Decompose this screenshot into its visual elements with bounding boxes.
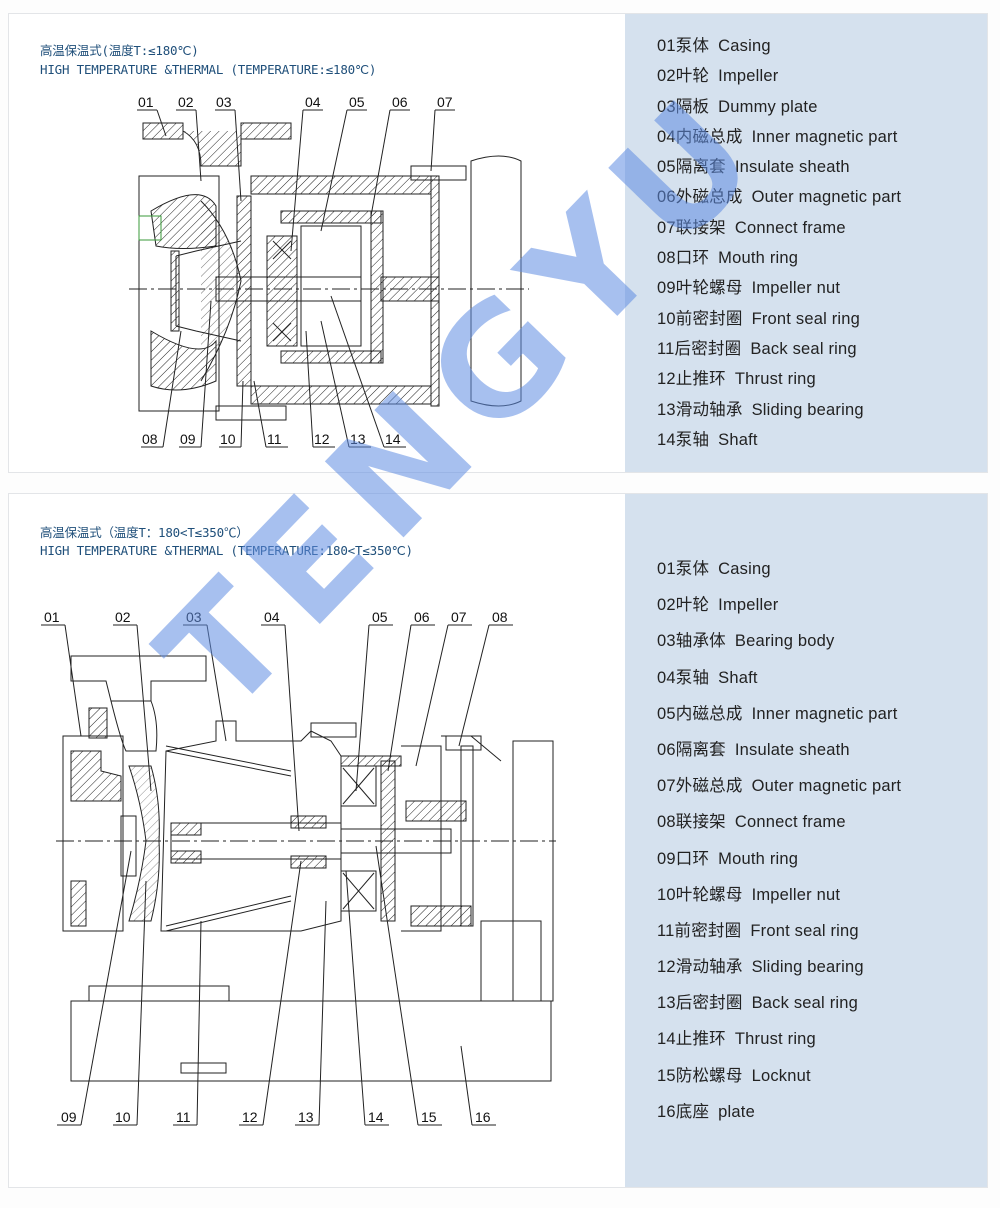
svg-text:15: 15 xyxy=(421,1109,437,1125)
bottom-title-chinese: 高温保温式（温度T：180<T≤350℃） xyxy=(40,525,249,540)
svg-text:10: 10 xyxy=(220,431,236,447)
svg-text:05: 05 xyxy=(349,94,365,110)
bottom-section-panel: 高温保温式（温度T：180<T≤350℃） HIGH TEMPERATURE &… xyxy=(8,493,988,1188)
top-callouts-upper: 01 02 03 04 05 06 07 xyxy=(138,94,453,110)
bottom-title-english: HIGH TEMPERATURE &THERMAL (TEMPERATURE:1… xyxy=(40,543,413,558)
svg-text:03: 03 xyxy=(216,94,232,110)
svg-text:07: 07 xyxy=(451,609,467,625)
bottom-callouts-upper: 01 02 03 04 05 06 07 08 xyxy=(44,609,508,625)
svg-text:01: 01 xyxy=(44,609,60,625)
svg-text:14: 14 xyxy=(385,431,401,447)
svg-text:14: 14 xyxy=(368,1109,384,1125)
svg-text:10: 10 xyxy=(115,1109,131,1125)
svg-text:02: 02 xyxy=(178,94,194,110)
top-pump-cross-section-diagram: 01 02 03 04 05 06 07 08 09 10 xyxy=(129,94,529,448)
bottom-drawing-area: 高温保温式（温度T：180<T≤350℃） HIGH TEMPERATURE &… xyxy=(9,494,625,1187)
svg-text:11: 11 xyxy=(176,1109,191,1125)
svg-text:08: 08 xyxy=(492,609,508,625)
svg-text:04: 04 xyxy=(305,94,321,110)
svg-text:08: 08 xyxy=(142,431,158,447)
svg-text:12: 12 xyxy=(314,431,330,447)
svg-text:09: 09 xyxy=(61,1109,77,1125)
svg-text:03: 03 xyxy=(186,609,202,625)
svg-text:11: 11 xyxy=(267,431,282,447)
top-callouts-lower: 08 09 10 11 12 13 14 xyxy=(142,431,401,447)
svg-text:12: 12 xyxy=(242,1109,258,1125)
top-title-chinese: 高温保温式(温度T:≤180℃) xyxy=(40,43,199,58)
svg-text:01: 01 xyxy=(138,94,154,110)
svg-text:06: 06 xyxy=(392,94,408,110)
bottom-pump-cross-section-diagram: 01 02 03 04 05 06 07 08 09 1 xyxy=(41,609,556,1126)
svg-text:04: 04 xyxy=(264,609,280,625)
svg-text:07: 07 xyxy=(437,94,453,110)
svg-text:02: 02 xyxy=(115,609,131,625)
top-title-english: HIGH TEMPERATURE &THERMAL (TEMPERATURE:≤… xyxy=(40,62,377,77)
top-section-panel: 高温保温式(温度T:≤180℃) HIGH TEMPERATURE &THERM… xyxy=(8,13,988,473)
top-drawing-area: 高温保温式(温度T:≤180℃) HIGH TEMPERATURE &THERM… xyxy=(9,14,625,472)
svg-text:16: 16 xyxy=(475,1109,491,1125)
svg-text:05: 05 xyxy=(372,609,388,625)
svg-text:13: 13 xyxy=(350,431,366,447)
svg-text:06: 06 xyxy=(414,609,430,625)
bottom-callouts-lower: 09 10 11 12 13 14 15 16 xyxy=(61,1109,491,1125)
svg-text:13: 13 xyxy=(298,1109,314,1125)
svg-text:09: 09 xyxy=(180,431,196,447)
